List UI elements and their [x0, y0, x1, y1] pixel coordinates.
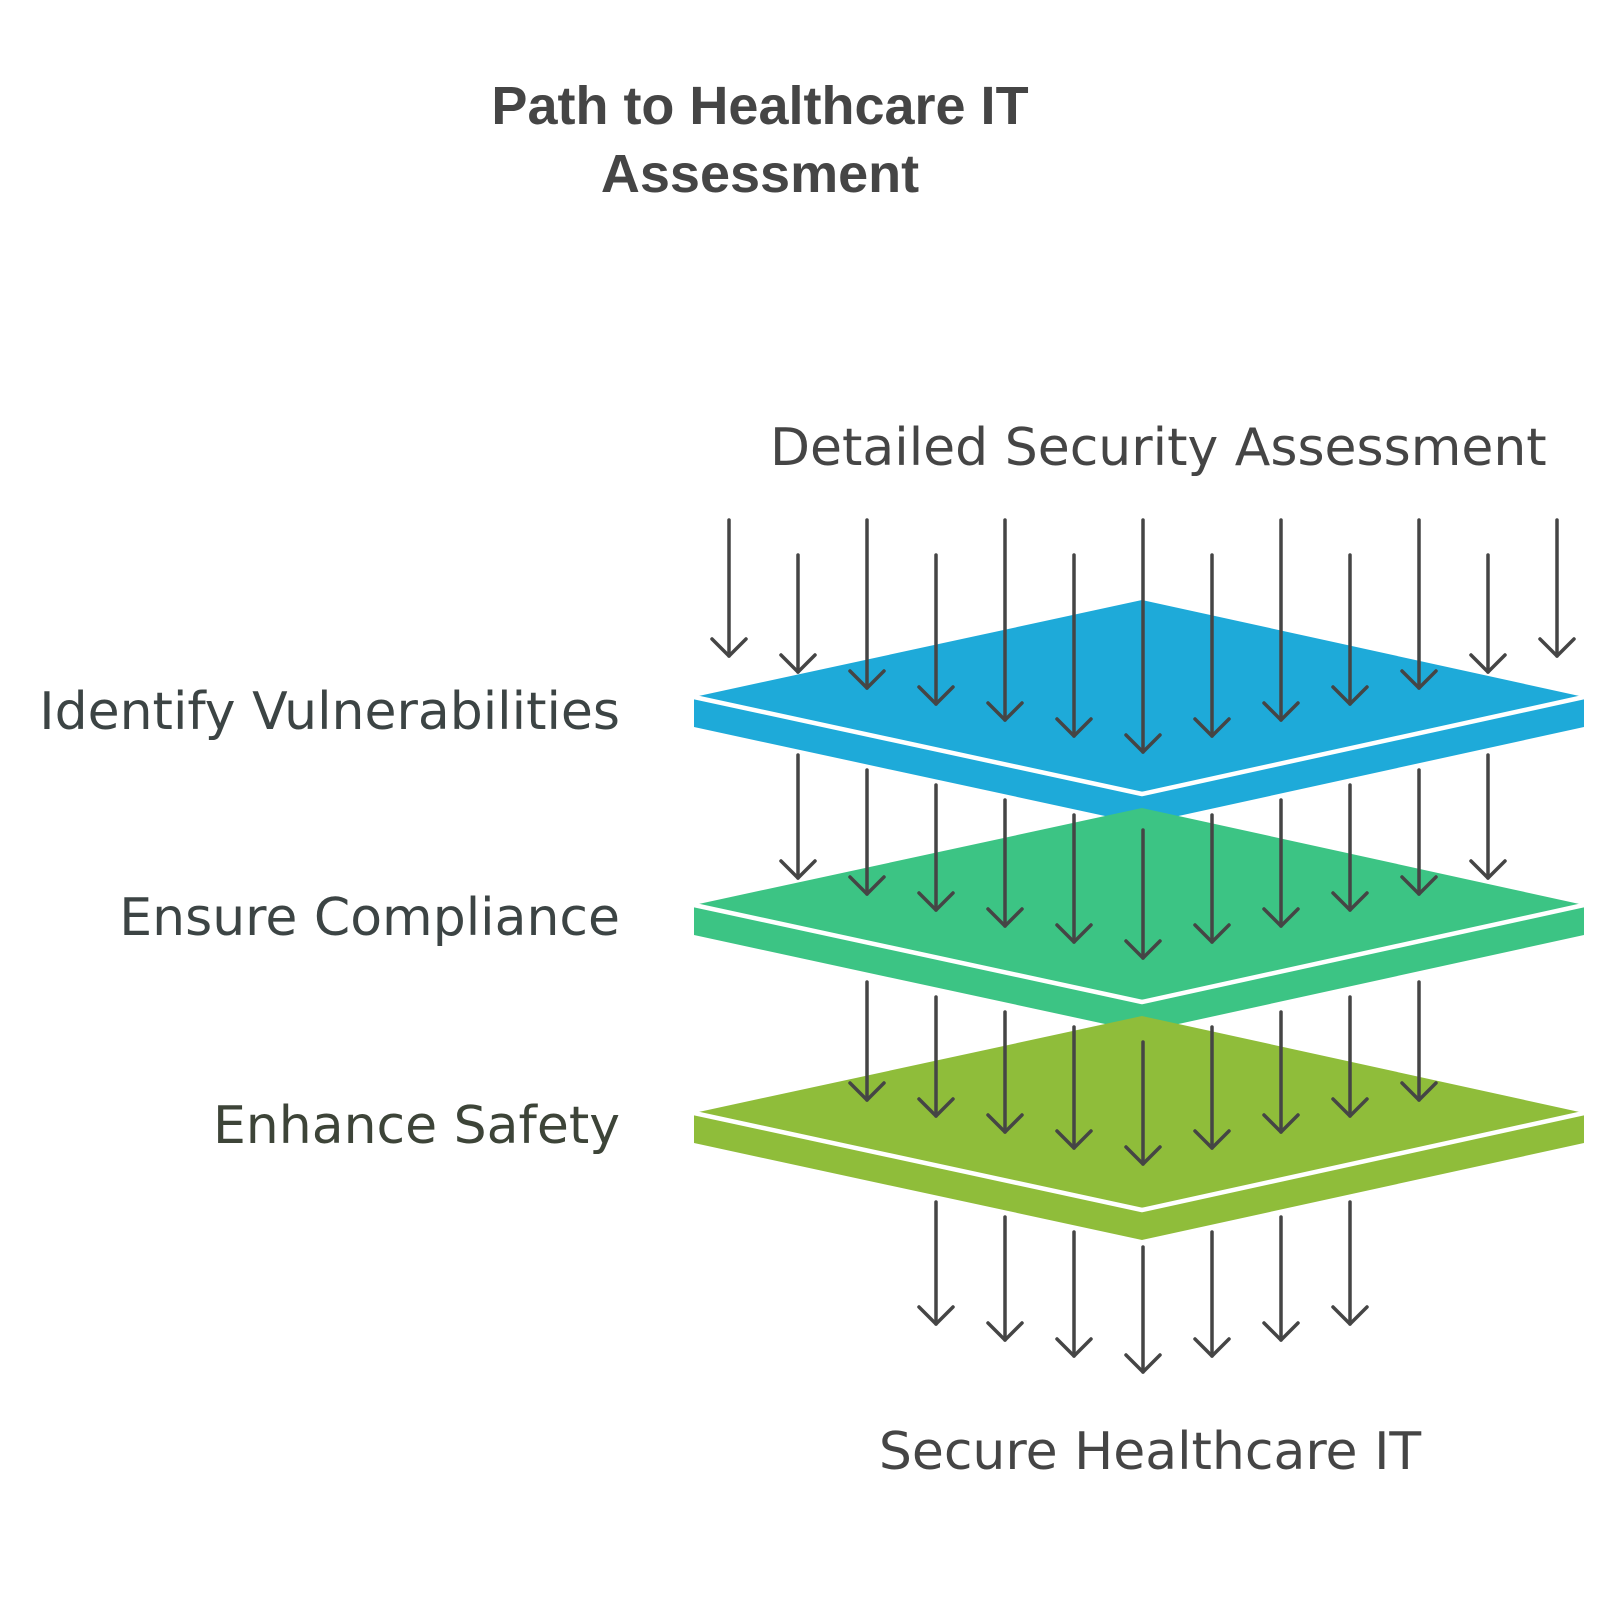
layer-plate-side: [694, 905, 1584, 1032]
arrow-mid-a-7: [1193, 813, 1231, 944]
arrow-mid-b-6: [1193, 1025, 1231, 1150]
arrow-mid-b-7: [1262, 1010, 1300, 1134]
arrow-in-1: [710, 518, 748, 658]
layer-label-enhance-safety: Enhance Safety: [212, 1096, 620, 1156]
arrow-mid-a-9: [1331, 783, 1369, 912]
arrow-mid-b-3: [986, 1010, 1024, 1134]
arrow-mid-b-1: [848, 980, 886, 1102]
arrow-in-3: [848, 518, 886, 690]
arrow-in-4: [917, 553, 955, 706]
arrow-mid-a-1: [779, 753, 817, 880]
arrow-in-8: [1193, 553, 1231, 738]
layer-plate-side: [694, 697, 1584, 824]
layer-label-ensure-compliance: Ensure Compliance: [119, 888, 620, 948]
layer-plate-top: [694, 1016, 1584, 1210]
arrow-in-9: [1262, 518, 1300, 722]
arrow-mid-a-5: [1055, 813, 1093, 944]
layers-group: [693, 518, 1585, 1374]
layer-plate-top: [694, 808, 1584, 1002]
layer-plate-side: [694, 1113, 1584, 1240]
layer-plate-edge: [693, 694, 1585, 797]
arrow-out-7: [1331, 1200, 1369, 1326]
arrows-layer-1-to-2: [779, 753, 1507, 960]
title-line-1: Path to Healthcare IT: [491, 76, 1029, 136]
layer-label-identify-vulnerabilities: Identify Vulnerabilities: [39, 682, 620, 742]
output-label: Secure Healthcare IT: [878, 1422, 1422, 1482]
arrow-out-3: [1055, 1230, 1093, 1358]
arrow-in-2: [779, 553, 817, 674]
layer-plate-3: [693, 1016, 1585, 1240]
layer-plate-2: [693, 808, 1585, 1032]
arrow-mid-a-10: [1400, 768, 1438, 896]
arrow-mid-b-5: [1124, 1040, 1162, 1166]
arrow-mid-a-11: [1469, 753, 1507, 880]
arrow-in-10: [1331, 553, 1369, 706]
arrow-in-13: [1538, 518, 1576, 658]
layer-plate-edge: [693, 902, 1585, 1005]
arrow-mid-b-2: [917, 995, 955, 1118]
layer-plate-edge: [693, 1110, 1585, 1213]
arrow-out-6: [1262, 1215, 1300, 1342]
input-label: Detailed Security Assessment: [770, 418, 1547, 478]
arrow-mid-a-2: [848, 768, 886, 896]
arrows-input: [710, 518, 1576, 754]
arrow-mid-b-4: [1055, 1025, 1093, 1150]
title-line-2: Assessment: [600, 144, 920, 204]
arrow-mid-a-4: [986, 798, 1024, 928]
arrow-mid-b-8: [1331, 995, 1369, 1118]
arrow-in-6: [1055, 553, 1093, 738]
arrow-mid-a-3: [917, 783, 955, 912]
arrow-in-5: [986, 518, 1024, 722]
arrow-mid-b-9: [1400, 980, 1438, 1102]
arrow-mid-a-8: [1262, 798, 1300, 928]
arrow-in-12: [1469, 553, 1507, 674]
arrow-mid-a-6: [1124, 828, 1162, 960]
layer-plate-top: [694, 600, 1584, 794]
diagram-title: Path to Healthcare IT Assessment: [360, 72, 1160, 208]
arrow-in-7: [1124, 518, 1162, 754]
arrows-output: [917, 1200, 1369, 1374]
arrow-out-4: [1124, 1245, 1162, 1374]
arrow-out-1: [917, 1200, 955, 1326]
arrow-out-2: [986, 1215, 1024, 1342]
arrows-layer-2-to-3: [848, 980, 1438, 1166]
arrow-in-11: [1400, 518, 1438, 690]
layer-plate-1: [693, 600, 1585, 824]
arrow-out-5: [1193, 1230, 1231, 1358]
